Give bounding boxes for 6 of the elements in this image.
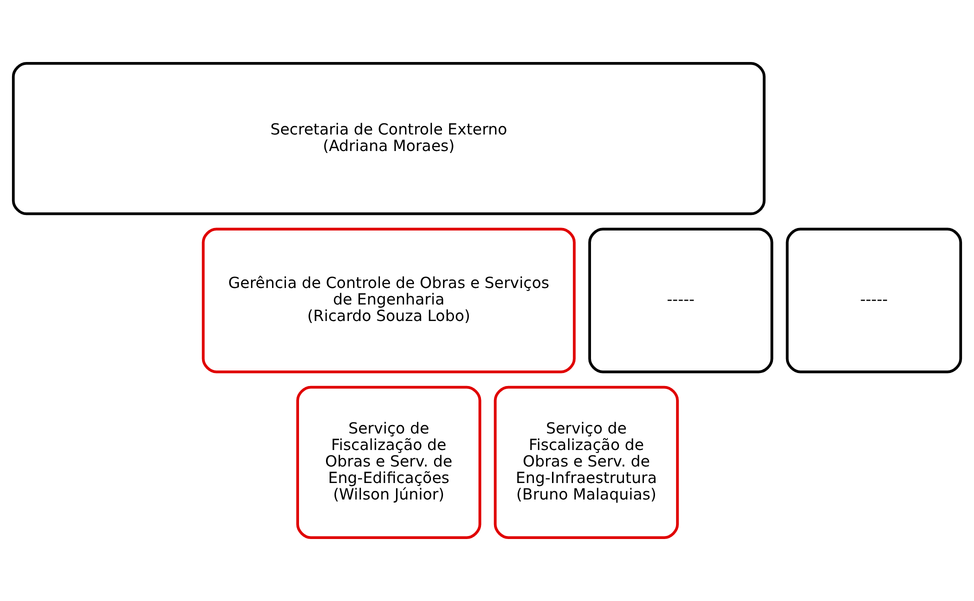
node-box: Serviço de Fiscalização de Obras e Serv. de Eng-Edificações (Wilson Júnior) — [296, 386, 482, 539]
node-box: ----- — [588, 228, 774, 374]
node-box: ----- — [786, 228, 962, 374]
node-box: Gerência de Controle de Obras e Serviços de Engenharia (Ricardo Souza Lobo) — [202, 228, 576, 374]
node-box: Serviço de Fiscalização de Obras e Serv. de Eng-Infraestrutura (Bruno Malaquias) — [494, 386, 679, 539]
node-box: Secretaria de Controle Externo (Adriana Moraes) — [12, 62, 766, 216]
